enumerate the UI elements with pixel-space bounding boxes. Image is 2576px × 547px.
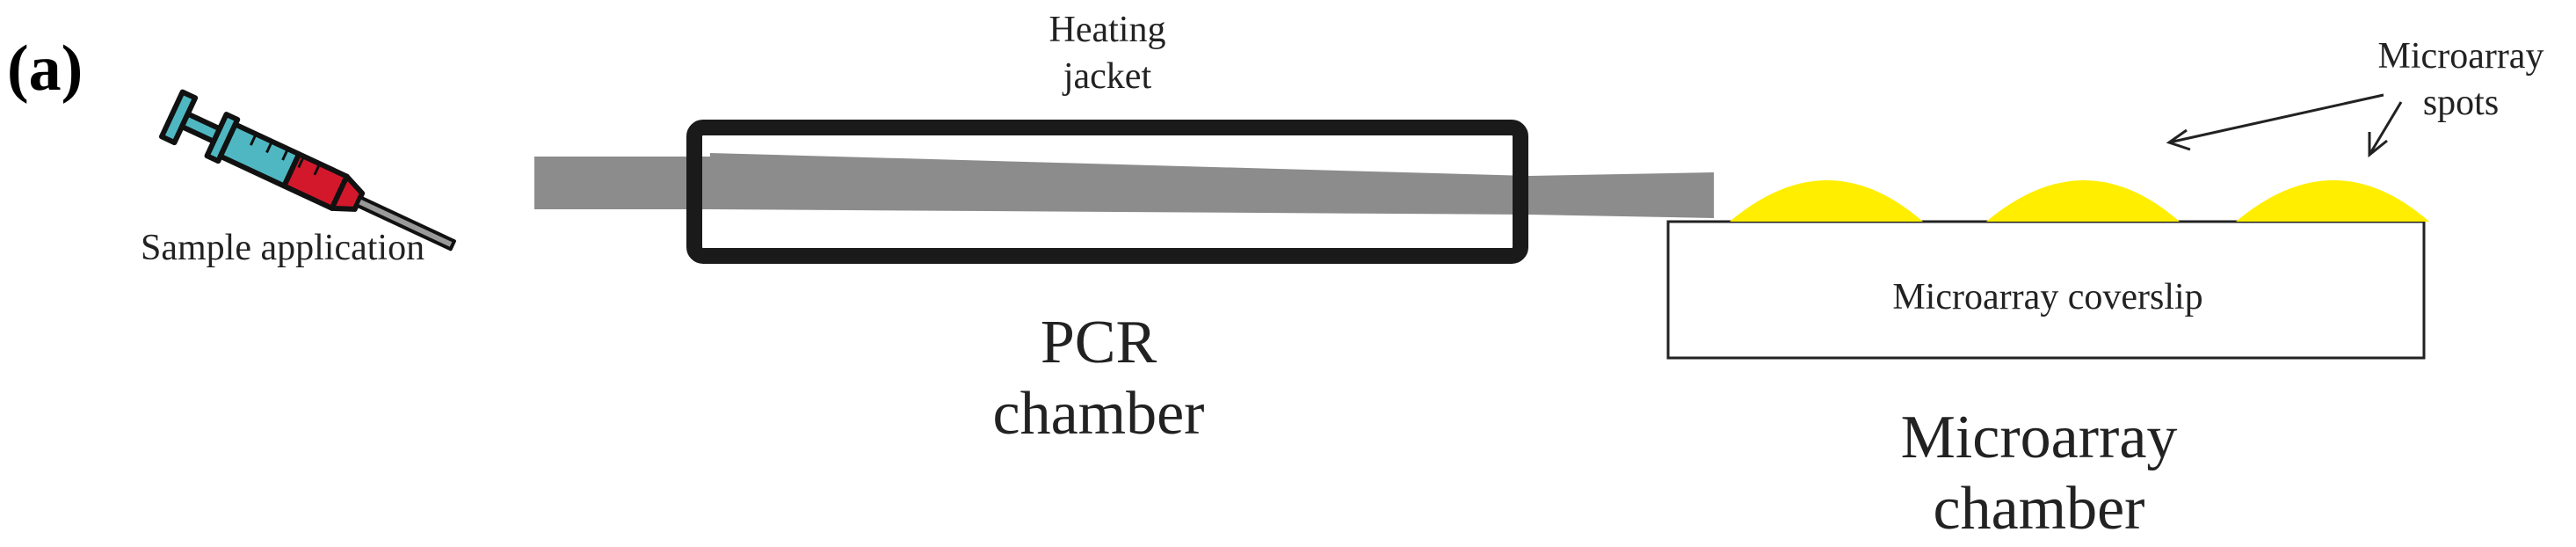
microarray-spot-2 xyxy=(1986,180,2180,222)
microarray-spots-label: Microarray spots xyxy=(2377,36,2544,123)
microarray-spot-1 xyxy=(1730,180,1923,222)
heating-jacket-label: Heating jacket xyxy=(1049,10,1166,97)
microarray-coverslip-label: Microarray coverslip xyxy=(1892,277,2203,317)
fluid-channel xyxy=(534,153,1714,218)
syringe-icon xyxy=(158,89,456,252)
microarray-coverslip xyxy=(1666,220,2426,360)
heating-jacket xyxy=(686,120,1528,264)
microarray-spot-3 xyxy=(2236,180,2429,222)
pcr-chamber-label: PCR chamber xyxy=(992,309,1205,448)
microarray-spots xyxy=(1730,180,2429,222)
panel-label: (a) xyxy=(7,33,83,105)
microarray-chamber-label: Microarray chamber xyxy=(1900,404,2178,543)
spots-arrows xyxy=(2166,93,2403,158)
sample-application-label: Sample application xyxy=(141,228,425,268)
